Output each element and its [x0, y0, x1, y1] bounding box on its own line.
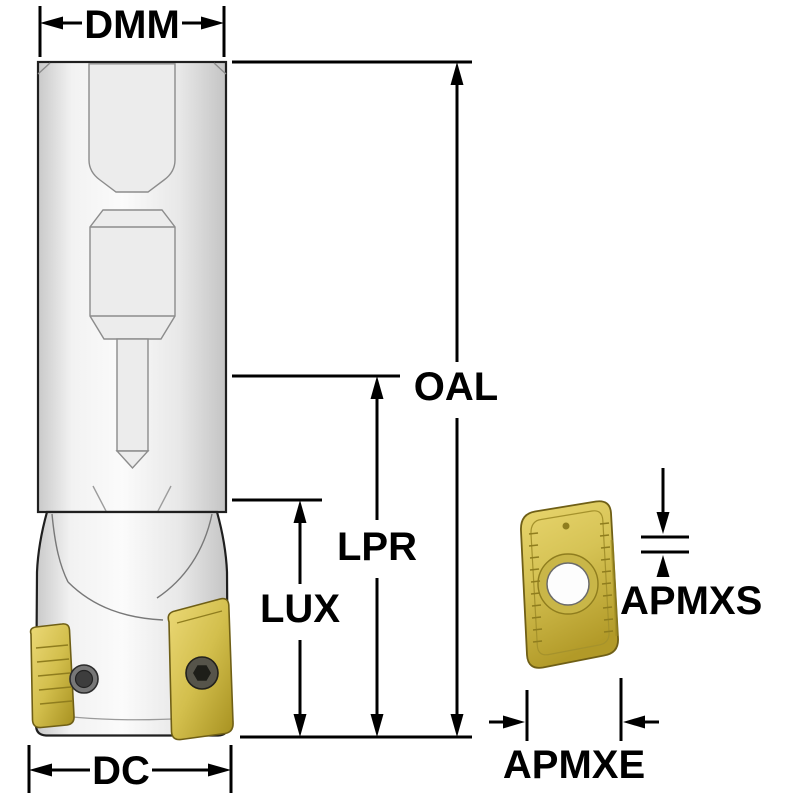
insert-left-groove	[35, 644, 69, 649]
oal-arrow-down	[450, 714, 464, 737]
insert-detail	[520, 500, 619, 669]
dim-lux: LUX	[232, 498, 340, 737]
insert-serrations-left	[528, 532, 543, 643]
insert-detail-edge-shade	[610, 539, 619, 637]
flute-curve-left	[51, 513, 69, 583]
dim-lpr: LPR	[232, 374, 417, 737]
insert-left-groove	[36, 658, 70, 663]
insert-dimple	[562, 522, 570, 530]
insert-left-groove	[38, 686, 72, 691]
insert-right	[167, 597, 234, 741]
apmxe-arrow-right	[503, 715, 525, 729]
head-screw-inner	[74, 669, 94, 689]
lux-label: LUX	[260, 587, 340, 631]
apmxs-arrow-down	[656, 512, 670, 534]
lux-arrow-up	[293, 500, 307, 523]
shank-chamfer-right	[213, 62, 227, 75]
flute-curve-lower	[67, 581, 164, 621]
lpr-arrow-down	[370, 714, 384, 737]
insert-screw-hex-socket	[193, 665, 211, 681]
internal-shaft	[116, 338, 149, 452]
oal-label: OAL	[414, 365, 498, 409]
dim-dc: DC	[27, 745, 233, 793]
insert-left-groove	[39, 700, 73, 705]
internal-pocket	[88, 63, 176, 193]
insert-left-groove	[37, 672, 71, 677]
dmm-label: DMM	[84, 3, 180, 47]
lpr-arrow-up	[370, 376, 384, 399]
lpr-label: LPR	[337, 525, 417, 569]
apmxe-arrow-left	[623, 715, 645, 729]
dc-label: DC	[92, 749, 150, 793]
shank-chamfer-left	[37, 62, 51, 75]
insert-left	[29, 623, 75, 729]
dim-apmxe: APMXE	[489, 678, 659, 787]
internal-screw-head	[89, 209, 176, 340]
dmm-arrow-left	[40, 16, 63, 30]
insert-right-edge-line	[176, 610, 223, 624]
apmxe-label: APMXE	[503, 743, 645, 787]
insert-serrations-right	[599, 522, 614, 633]
internal-shaft-tip	[115, 450, 150, 470]
dim-dmm: DMM	[38, 3, 226, 57]
lux-arrow-down	[293, 714, 307, 737]
apmxs-arrow-up	[656, 555, 670, 577]
head-screw	[69, 664, 99, 694]
dc-arrow-left	[29, 763, 52, 777]
insert-left-body	[29, 623, 75, 729]
dim-apmxs: APMXS	[620, 468, 762, 623]
insert-hole	[546, 562, 590, 606]
flute-curve-right	[156, 513, 213, 599]
dc-arrow-right	[208, 763, 231, 777]
oal-arrow-up	[450, 62, 464, 85]
tool-body	[29, 60, 234, 741]
apmxs-label: APMXS	[620, 579, 762, 623]
dim-oal: OAL	[232, 60, 498, 739]
dmm-arrow-right	[201, 16, 224, 30]
